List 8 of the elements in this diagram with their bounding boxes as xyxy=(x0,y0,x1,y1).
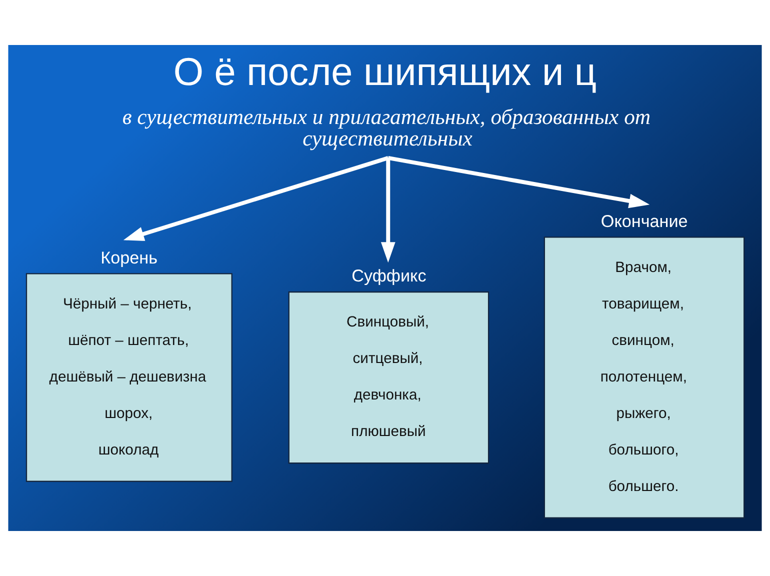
arrow xyxy=(388,156,650,208)
diagram-title: О ё после шипящих и ц xyxy=(173,51,597,94)
arrow xyxy=(123,156,389,241)
node-label: Суффикс xyxy=(352,266,426,286)
node-text: в существительных и прилагательных, образованных от существительных xyxy=(122,104,651,151)
node-label: Корень xyxy=(100,248,158,268)
arrow xyxy=(380,158,396,263)
node-label: Окончание xyxy=(600,212,688,231)
